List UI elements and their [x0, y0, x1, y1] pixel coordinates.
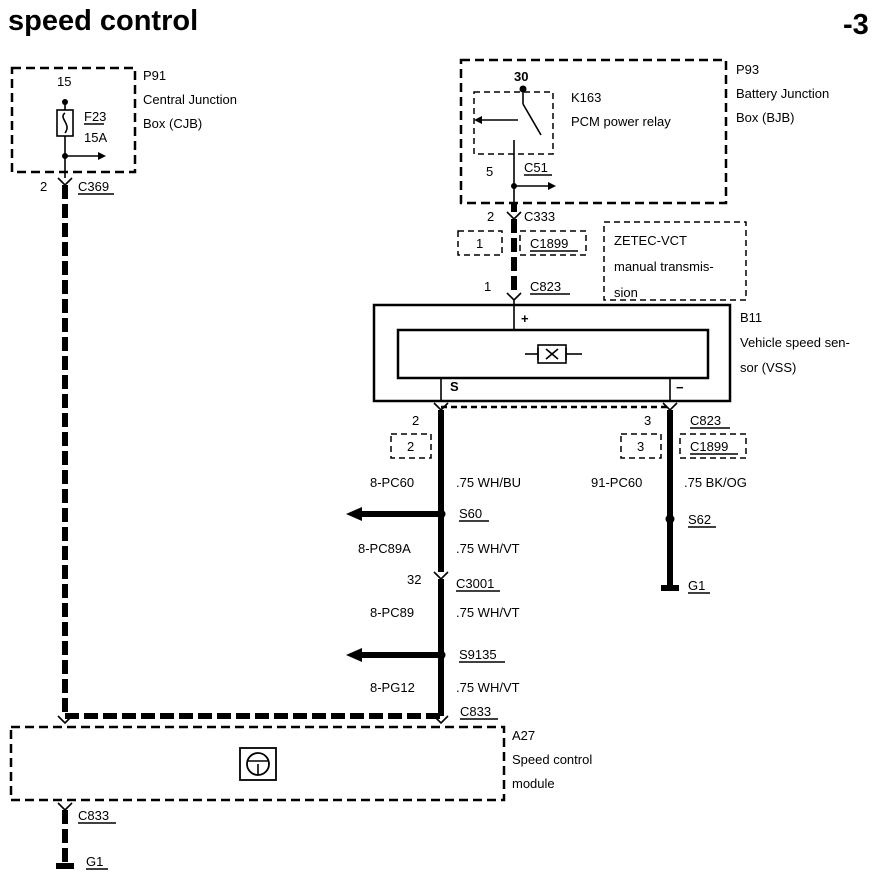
arrow-left-icon: [346, 507, 362, 521]
c333-pin: 2: [487, 209, 494, 224]
c369-label: C369: [78, 179, 109, 194]
steering-wheel-icon: [239, 747, 277, 781]
s60-label: S60: [459, 506, 482, 521]
s62-label: S62: [688, 512, 711, 527]
g1-right-label: G1: [688, 578, 705, 593]
vss-pin-right: 3: [644, 413, 651, 428]
battery-junction-box: P93 Battery Junction Box (BJB) 30 K163 P…: [459, 58, 829, 205]
diagram-title: speed control: [8, 5, 198, 37]
splice-s60: S60: [346, 506, 489, 522]
b11-line1: Vehicle speed sen-: [740, 335, 850, 350]
w5-spec: .75 WH/VT: [456, 680, 520, 695]
c1899-left-pin: 2: [407, 439, 414, 454]
b11-id: B11: [740, 310, 762, 325]
relay-pin: 30: [514, 69, 528, 84]
g1-bottom-label: G1: [86, 854, 103, 869]
fuse-rating: 15A: [84, 130, 107, 145]
c1899-top-connector: 1 C1899: [457, 230, 587, 256]
b11-line2: sor (VSS): [740, 360, 796, 375]
p91-id: P91: [143, 68, 166, 83]
vss-plus-mark: +: [521, 311, 529, 326]
c3001-pin: 32: [407, 572, 421, 587]
p91-line2: Box (CJB): [143, 116, 202, 131]
vss-pin-left: 2: [412, 413, 419, 428]
arrow-right-icon: [548, 182, 556, 190]
c3001-label: C3001: [456, 576, 494, 591]
splice-s62-dot: [665, 514, 675, 524]
w3-spec: .75 WH/VT: [456, 541, 520, 556]
vss-signal-mark: S: [450, 379, 459, 394]
c1899-left-connector: [390, 433, 432, 459]
connector-c3001-icon: [433, 571, 449, 581]
splice-s9135: S9135: [346, 647, 505, 663]
speed-control-module: A27 Speed control module: [9, 725, 592, 802]
c833-top-label: C833: [460, 704, 491, 719]
page-number: -3: [843, 9, 869, 41]
c1899-top-pin: 1: [476, 236, 483, 251]
connector-c369-icon: [57, 177, 73, 187]
s9135-label: S9135: [459, 647, 497, 662]
relay-icon: [473, 89, 554, 172]
w2-spec: .75 BK/OG: [684, 475, 747, 490]
p93-line1: Battery Junction: [736, 86, 829, 101]
w4-spec: .75 WH/VT: [456, 605, 520, 620]
c823-top-pin: 1: [484, 279, 491, 294]
c1899-right-pin: 3: [637, 439, 644, 454]
vehicle-speed-sensor: + S − B11 Vehicle speed sen- sor (VSS): [372, 303, 850, 403]
arrow-left-icon: [346, 648, 362, 662]
c1899-right-pin-box: [620, 433, 662, 459]
p93-line2: Box (BJB): [736, 110, 795, 125]
w1-circuit: 8-PC60: [370, 475, 414, 490]
c1899-right-connector: [679, 433, 747, 459]
c1899-right-label: C1899: [690, 439, 728, 454]
sensor-icon: [525, 344, 582, 364]
note-line2: manual transmis-: [614, 259, 714, 274]
c833-bottom-label: C833: [78, 808, 109, 823]
connector-c333-icon: [506, 211, 522, 221]
fuse-pin: 15: [57, 74, 71, 89]
k163-id: K163: [571, 90, 601, 105]
note-line1: ZETEC-VCT: [614, 233, 687, 248]
c51-label: C51: [524, 160, 548, 175]
p91-line1: Central Junction: [143, 92, 237, 107]
c823-right-label: C823: [690, 413, 721, 428]
w3-circuit: 8-PC89A: [358, 541, 411, 556]
a27-line2: module: [512, 776, 555, 791]
k163-name: PCM power relay: [571, 114, 671, 129]
arrow-right-icon: [98, 152, 106, 160]
connector-c823-icon: [506, 292, 522, 302]
a27-line1: Speed control: [512, 752, 592, 767]
fuse-id: F23: [84, 109, 106, 124]
c369-pin: 2: [40, 179, 47, 194]
a27-id: A27: [512, 728, 535, 743]
w2-circuit: 91-PC60: [591, 475, 642, 490]
c1899-top-label: C1899: [530, 236, 568, 251]
c333-label: C333: [524, 209, 555, 224]
fuse-icon: [56, 109, 74, 137]
w5-circuit: 8-PG12: [370, 680, 415, 695]
c51-pin: 5: [486, 164, 493, 179]
vss-minus-mark: −: [676, 380, 684, 395]
c823-top-label: C823: [530, 279, 561, 294]
w1-spec: .75 WH/BU: [456, 475, 521, 490]
w4-circuit: 8-PC89: [370, 605, 414, 620]
central-junction-box: P91 Central Junction Box (CJB) 15 F23 15…: [10, 66, 237, 178]
note-line3: sion: [614, 285, 638, 300]
zetec-note: ZETEC-VCT manual transmis- sion: [603, 221, 747, 301]
p93-id: P93: [736, 62, 759, 77]
